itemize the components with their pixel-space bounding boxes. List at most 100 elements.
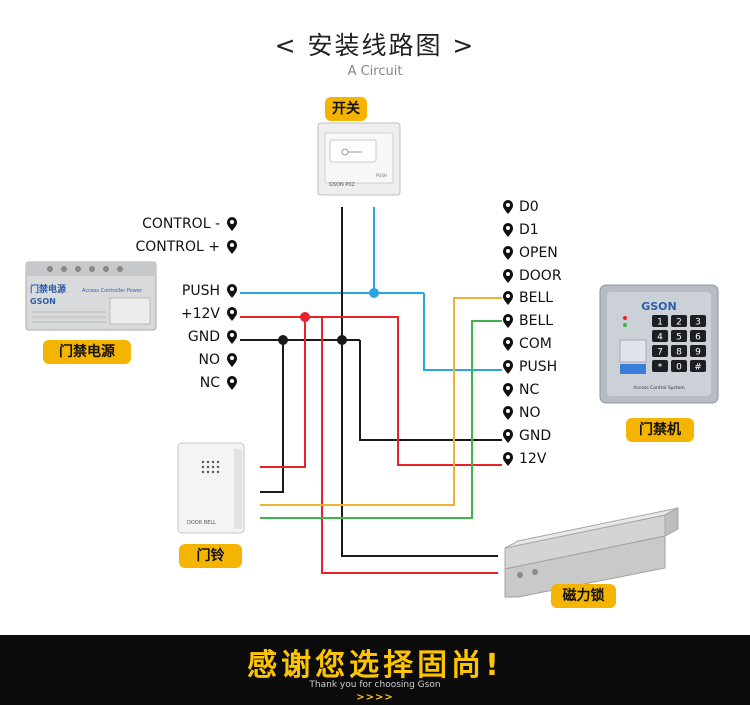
keypad-key-label: 1 (657, 318, 663, 328)
terminal-pin-hole (506, 203, 510, 207)
controller-footer-text: Access Control System (633, 385, 684, 391)
terminal-pin-hole (230, 379, 234, 383)
power-terminal-label: NO (198, 352, 221, 368)
switch-brand-text: GSON P02 (329, 182, 355, 188)
keypad-key (652, 330, 668, 342)
keypad-key-label: 4 (657, 333, 663, 343)
wire-red-12v (240, 316, 502, 466)
controller-terminal-label: OPEN (519, 245, 558, 261)
terminal-pin-hole (230, 220, 234, 224)
wire-black-bell (260, 340, 284, 493)
wire-black-switch (341, 207, 498, 557)
terminal-pin-hole (506, 226, 510, 230)
keypad-key (690, 360, 706, 372)
footer-thanks: 感谢您选择固尚! (247, 648, 503, 683)
keypad-key-label: * (658, 363, 663, 373)
controller-terminal-label: BELL (519, 313, 554, 329)
page-subtitle: A Circuit (347, 64, 403, 79)
footer-arrows: >>>> (356, 692, 394, 703)
terminal-pin-hole (506, 340, 510, 344)
wire-red-bell (260, 317, 306, 468)
junction-black-2 (337, 335, 347, 345)
terminal-pin-hole (506, 409, 510, 413)
wire-red-lock (321, 317, 498, 574)
terminal-pin-hole (506, 455, 510, 459)
terminal-pin-hole (230, 287, 234, 291)
door-bell-label: DOOR BELL (187, 520, 216, 526)
wire-green-bell (260, 320, 502, 519)
controller-terminal-label: D1 (519, 222, 539, 238)
magnetic-lock (504, 507, 679, 598)
controller-terminal-label: PUSH (519, 359, 558, 375)
controller-brand: GSON (641, 300, 677, 313)
keypad-key (652, 315, 668, 327)
controller-terminal-label: GND (519, 428, 552, 444)
keypad-key (671, 345, 687, 357)
keypad-key-label: 9 (695, 348, 701, 358)
keypad-key-label: 7 (657, 348, 663, 358)
junction-red (300, 312, 310, 322)
door-bell: DOOR BELL (177, 442, 245, 534)
keypad-key (690, 315, 706, 327)
footer-bar (0, 635, 750, 705)
power-supply-panel-title: Access Controller Power (82, 288, 143, 294)
exit-switch: GSON P02 PUSH (317, 122, 401, 196)
terminal-pin-hole (230, 356, 234, 360)
junction-black-1 (278, 335, 288, 345)
power-terminal-label: NC (199, 375, 220, 391)
keypad-key (690, 345, 706, 357)
wire-blue-push-right (423, 293, 502, 371)
keypad-key-label: 8 (676, 348, 682, 358)
terminal-pin-hole (230, 243, 234, 247)
power-terminal-label: PUSH (181, 283, 220, 299)
keypad-key-label: 0 (676, 363, 682, 373)
keypad-key (652, 360, 668, 372)
keypad-key-label: # (694, 363, 702, 373)
door-bell-tag: 门铃 (179, 544, 242, 568)
terminal-pin-hole (506, 272, 510, 276)
footer-subtext: Thank you for choosing Gson (309, 680, 441, 690)
keypad-key-label: 6 (695, 333, 701, 343)
wire-black-gnd-right (359, 340, 502, 441)
terminal-pin-hole (506, 294, 510, 298)
power-terminal-label: CONTROL + (135, 239, 220, 255)
power-terminal-label: +12V (180, 306, 220, 322)
terminal-pin-hole (230, 333, 234, 337)
page-title: < 安装线路图 > (274, 31, 476, 60)
keypad-key (652, 345, 668, 357)
terminal-pin-hole (506, 386, 510, 390)
terminal-pin-hole (506, 317, 510, 321)
keypad-key-label: 5 (676, 333, 682, 343)
power-supply: 门禁电源 GSON Access Controller Power (25, 261, 157, 331)
power-supply-title: 门禁电源 (30, 283, 66, 295)
controller-terminal-label: NO (519, 405, 541, 421)
keypad-key (671, 330, 687, 342)
switch-push-text: PUSH (376, 173, 387, 178)
controller-tag: 门禁机 (626, 418, 694, 442)
access-controller: GSON 1 2 3 4 5 6 7 8 9 * 0 # Access Control System (599, 284, 719, 404)
terminal-pin-hole (506, 249, 510, 253)
controller-terminal-label: D0 (519, 199, 539, 215)
maglock-tag: 磁力锁 (551, 584, 616, 608)
keypad-key-label: 2 (676, 318, 682, 328)
controller-terminal-label: NC (519, 382, 540, 398)
terminal-pin-hole (506, 363, 510, 367)
controller-terminal-label: DOOR (519, 268, 562, 284)
controller-terminal-label: COM (519, 336, 552, 352)
keypad-key (690, 330, 706, 342)
keypad-key (671, 360, 687, 372)
power-supply-tag: 门禁电源 (43, 340, 131, 364)
controller-terminal-label: 12V (519, 451, 547, 467)
wiring-diagram: GSON P02 PUSH 门禁电源 GSON Access Controlle… (25, 122, 719, 598)
terminal-pin-hole (506, 432, 510, 436)
power-terminal-label: CONTROL - (142, 216, 220, 232)
keypad-key-label: 3 (695, 318, 701, 328)
power-terminal-label: GND (187, 329, 220, 345)
terminal-pin-hole (230, 310, 234, 314)
keypad-key (671, 315, 687, 327)
switch-tag: 开关 (325, 97, 367, 121)
power-supply-brand: GSON (30, 297, 56, 306)
wire-yellow-bell (260, 297, 502, 506)
junction-blue (369, 288, 379, 298)
controller-terminal-label: BELL (519, 290, 554, 306)
